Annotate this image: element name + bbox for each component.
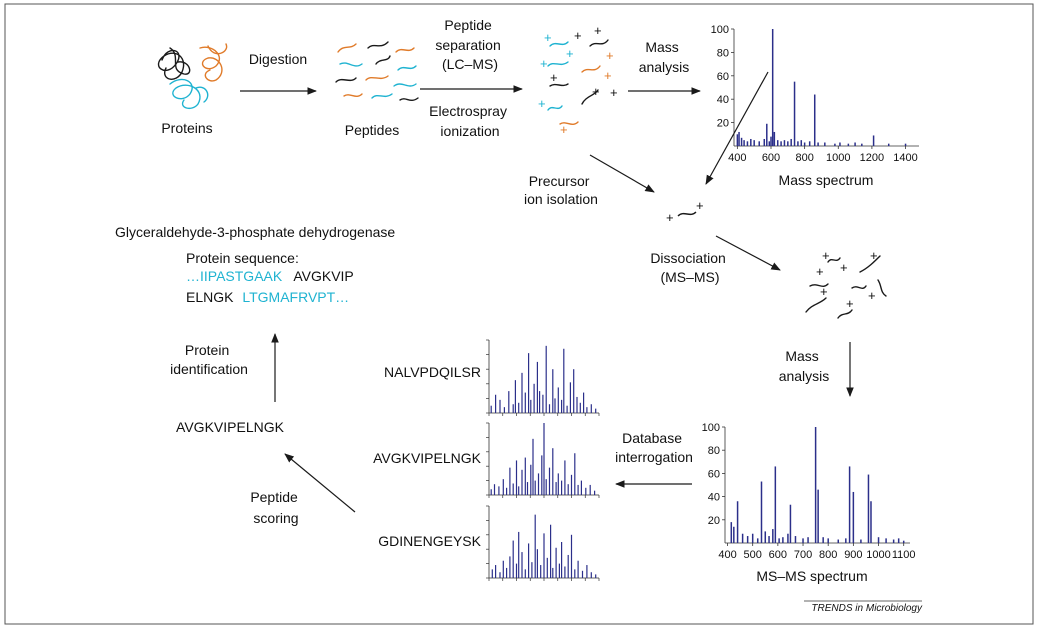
proteins-illustration bbox=[157, 43, 228, 110]
candidate-label-1: NALVPDQILSR bbox=[384, 364, 481, 380]
svg-text:+: + bbox=[604, 68, 612, 83]
y-tick-label: 80 bbox=[717, 47, 729, 59]
database-interrogation-label: Database interrogation bbox=[615, 430, 693, 465]
candidate-spectrum-2 bbox=[486, 422, 600, 498]
svg-text:+: + bbox=[560, 122, 568, 137]
svg-text:+: + bbox=[544, 30, 552, 45]
svg-text:+: + bbox=[538, 96, 546, 111]
x-tick-label: 1100 bbox=[892, 549, 916, 561]
y-tick-label: 40 bbox=[708, 492, 720, 504]
svg-text:+: + bbox=[540, 56, 548, 71]
precursor-arrow-left bbox=[589, 154, 655, 193]
x-tick-label: 400 bbox=[718, 549, 736, 561]
mass-spectrum-label: Mass spectrum bbox=[779, 172, 874, 188]
protein-sequence-line-1: …IIPASTGAAK AVGKVIP bbox=[186, 268, 354, 284]
x-tick-label: 600 bbox=[762, 152, 780, 164]
dissociation-label: Dissociation (MS–MS) bbox=[650, 250, 729, 285]
x-tick-label: 800 bbox=[795, 152, 813, 164]
x-tick-label: 400 bbox=[728, 152, 746, 164]
peptides-illustration bbox=[335, 41, 419, 101]
svg-text:+: + bbox=[566, 46, 574, 61]
x-tick-label: 800 bbox=[819, 549, 837, 561]
x-tick-label: 1000 bbox=[866, 549, 890, 561]
journal-credit: TRENDS in Microbiology bbox=[811, 603, 923, 614]
sequence-flank-1: …IIPASTGAAK bbox=[186, 268, 283, 284]
y-tick-label: 60 bbox=[717, 71, 729, 83]
mass-analysis-right-label: Mass analysis bbox=[779, 348, 830, 384]
fragment-ions-illustration: + + + + + + + bbox=[805, 248, 887, 319]
protein-name: Glyceraldehyde-3-phosphate dehydrogenase bbox=[115, 224, 395, 240]
svg-text:+: + bbox=[574, 28, 582, 43]
x-tick-label: 700 bbox=[794, 549, 812, 561]
peptide-scoring-label: Peptide scoring bbox=[250, 489, 301, 526]
peptide-scoring-arrow bbox=[284, 453, 356, 513]
svg-text:+: + bbox=[868, 288, 876, 303]
peptides-label: Peptides bbox=[345, 122, 399, 138]
svg-text:+: + bbox=[550, 70, 558, 85]
svg-text:+: + bbox=[666, 210, 674, 225]
protein-sequence-label: Protein sequence: bbox=[186, 250, 299, 266]
electrospray-label: Electrospray ionization bbox=[429, 103, 511, 139]
x-tick-label: 900 bbox=[844, 549, 862, 561]
msms-spectrum-label: MS–MS spectrum bbox=[756, 568, 867, 584]
x-tick-label: 1000 bbox=[826, 152, 850, 164]
figure-frame bbox=[4, 3, 1034, 625]
mass-spectrum-chart: 400 600 800 1000 1200 1400 20 40 60 80 100 bbox=[711, 24, 919, 164]
sequence-match-2: ELNGK bbox=[186, 289, 234, 305]
svg-text:+: + bbox=[816, 264, 824, 279]
svg-text:+: + bbox=[610, 85, 618, 100]
svg-text:+: + bbox=[846, 296, 854, 311]
candidate-spectrum-1 bbox=[486, 339, 600, 416]
x-tick-label: 500 bbox=[744, 549, 762, 561]
protein-identification-label: Protein identification bbox=[170, 342, 248, 377]
candidate-label-3: GDINENGEYSK bbox=[378, 533, 481, 549]
svg-text:+: + bbox=[870, 248, 878, 263]
proteins-label: Proteins bbox=[161, 120, 212, 136]
y-tick-label: 100 bbox=[702, 422, 720, 434]
svg-text:+: + bbox=[592, 84, 600, 99]
y-tick-label: 20 bbox=[708, 515, 720, 527]
peptide-separation-label: Peptide separation (LC–MS) bbox=[435, 17, 504, 72]
y-tick-label: 60 bbox=[708, 468, 720, 480]
svg-text:+: + bbox=[696, 198, 704, 213]
y-tick-label: 80 bbox=[708, 445, 720, 457]
candidate-label-2: AVGKVIPELNGK bbox=[373, 450, 482, 466]
svg-text:+: + bbox=[606, 48, 614, 63]
dissociation-arrow bbox=[715, 235, 781, 271]
precursor-label: Precursor ion isolation bbox=[524, 173, 598, 207]
isolated-precursor-ion: + + bbox=[666, 198, 704, 225]
digestion-label: Digestion bbox=[249, 51, 307, 67]
mass-analysis-top-label: Mass analysis bbox=[639, 39, 690, 75]
ionized-peptides-illustration bbox=[547, 39, 609, 125]
x-tick-label: 1400 bbox=[893, 152, 917, 164]
x-tick-label: 600 bbox=[769, 549, 787, 561]
y-tick-label: 20 bbox=[717, 118, 729, 130]
svg-text:+: + bbox=[820, 284, 828, 299]
identified-peptide: AVGKVIPELNGK bbox=[176, 419, 285, 435]
protein-sequence-line-2: ELNGK LTGMAFRVPT… bbox=[186, 289, 349, 305]
x-tick-label: 1200 bbox=[860, 152, 884, 164]
y-tick-label: 40 bbox=[717, 94, 729, 106]
svg-text:+: + bbox=[594, 23, 602, 38]
candidate-spectrum-3 bbox=[486, 505, 600, 581]
svg-text:+: + bbox=[822, 248, 830, 263]
y-tick-label: 100 bbox=[711, 24, 729, 36]
sequence-flank-2: LTGMAFRVPT… bbox=[242, 289, 349, 305]
precursor-arrow-from-spectrum bbox=[705, 71, 769, 185]
svg-text:+: + bbox=[840, 260, 848, 275]
ion-charge-symbols: + + + + + + + + + + + + bbox=[538, 23, 618, 137]
sequence-match-1: AVGKVIP bbox=[293, 268, 353, 284]
